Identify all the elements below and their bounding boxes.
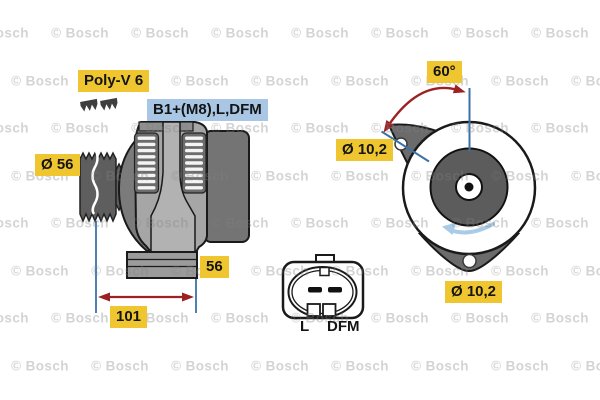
mounting-length-label: 101 bbox=[110, 306, 148, 328]
connector-diagram bbox=[281, 254, 365, 320]
alternator-side-view bbox=[79, 97, 250, 313]
connector-pin-right bbox=[328, 287, 342, 293]
connector-key-notch bbox=[319, 266, 330, 277]
alternator-front-view bbox=[380, 84, 537, 272]
connector-lower-notch-left bbox=[306, 303, 321, 317]
connector-terminal-dfm-label: DFM bbox=[327, 318, 360, 335]
rear-cover bbox=[203, 130, 250, 243]
angle-reference-line-inclined bbox=[380, 130, 430, 163]
connector-terminal-l-label: L bbox=[300, 318, 310, 335]
upper-hole-diameter-label: Ø 10,2 bbox=[336, 139, 394, 161]
connector-lower-notch-right bbox=[322, 303, 337, 317]
rotation-direction-arrow bbox=[442, 222, 495, 235]
belt-type-label: Poly-V 6 bbox=[78, 70, 150, 92]
mounting-hole-lower bbox=[462, 253, 477, 269]
foot-width-label: 56 bbox=[200, 256, 229, 278]
mounting-foot bbox=[126, 251, 198, 279]
lower-hole-diameter-label: Ø 10,2 bbox=[445, 281, 503, 303]
length-dimension-arrow bbox=[98, 292, 194, 302]
shaft-center bbox=[464, 182, 474, 192]
break-line bbox=[91, 148, 99, 215]
terminal-label: B1+(M8),L,DFM bbox=[147, 99, 268, 121]
pulley bbox=[79, 151, 117, 223]
connector-pin-left bbox=[308, 287, 322, 293]
angle-arc-arrow bbox=[383, 84, 466, 133]
pulley-diameter-label: Ø 56 bbox=[35, 154, 80, 176]
angle-label: 60° bbox=[427, 61, 462, 83]
poly-v-belt-icon bbox=[80, 97, 118, 112]
cooling-vents bbox=[133, 132, 207, 194]
